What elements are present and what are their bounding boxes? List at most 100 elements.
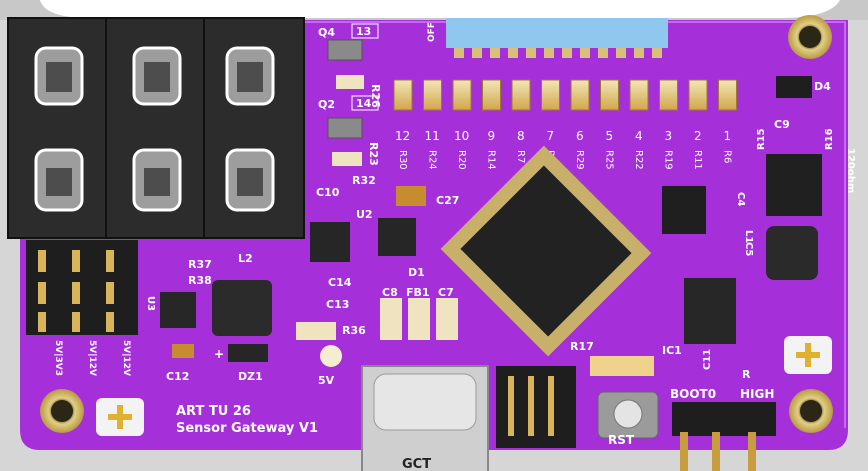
label-c27: C27 [436,194,459,207]
resistor-label-R20: R20 [456,150,467,170]
led-8 [511,79,531,111]
capacitor-c27 [396,186,426,206]
pin-headers-power [26,240,138,335]
mounting-hole-bottom-right [789,389,833,433]
resistor-label-R25: R25 [604,150,615,170]
led-5 [600,79,619,111]
label-r17: R17 [570,340,594,353]
label-q4-num: 13 [356,25,371,38]
board-title-line1: ART TU 26 [176,404,251,419]
led-number-6: 6 [576,129,584,143]
label-plus: + [214,347,224,361]
resistor-label-R30: R30 [397,150,408,170]
led-number-9: 9 [488,129,496,143]
label-c10: C10 [316,186,340,199]
dip-switch-pads [454,48,662,58]
fiducial-right [784,336,832,374]
inductor-l2 [212,280,272,336]
resistor-label-R24: R24 [427,150,438,170]
label-u3: U3 [145,296,156,311]
label-q2-num: 14 [356,97,372,110]
led-4 [629,79,649,111]
label-power-2: 5V|12V [87,340,97,376]
led-number-5: 5 [606,129,614,143]
reset-button[interactable] [597,391,659,439]
label-c14: C14 [328,276,352,289]
boot-jumper[interactable] [672,402,776,471]
label-power-1: 5V|3V3 [53,340,63,376]
label-dz1: DZ1 [238,370,263,383]
label-ic1: IC1 [662,344,682,357]
resistor-label-R14: R14 [486,150,497,170]
inductor-l1 [766,226,818,280]
led-10 [452,79,472,111]
led-number-12: 12 [395,129,410,143]
capacitor-c7 [436,298,458,340]
label-off: OFF [427,22,437,42]
capacitor-c8 [380,298,402,340]
case-window [40,0,840,18]
led-11 [423,79,442,111]
label-q4: Q4 [318,26,335,39]
label-c4: C4 [735,192,746,206]
ic-ic1 [684,278,736,344]
label-c11: C11 [702,349,713,370]
resistor-label-R7: R7 [515,150,526,163]
label-r32: R32 [352,174,376,187]
dip-switch-block [446,18,668,48]
resistor-r36 [296,322,336,340]
led-number-2: 2 [694,129,702,143]
led-2 [688,79,708,111]
resistor-label-R29: R29 [574,150,585,170]
label-high: HIGH [740,387,774,401]
label-120ohm: 120ohm [845,148,856,193]
label-5v: 5V [318,374,335,387]
led-5v [320,345,342,367]
led-number-4: 4 [635,129,643,143]
led-7 [541,79,560,111]
resistor-label-R6: R6 [722,150,733,163]
resistor-label-R11: R11 [692,150,703,170]
label-c13: C13 [326,298,349,311]
microcontroller [440,145,652,357]
label-rst: RST [608,433,635,447]
led-number-8: 8 [517,129,525,143]
label-boot0: BOOT0 [670,387,716,401]
mounting-hole-top-right [788,15,832,59]
label-r36: R36 [342,324,366,337]
crystal [662,186,706,234]
label-r26: R26 [369,84,382,108]
label-d4: D4 [814,80,831,93]
led-3 [659,79,678,111]
led-number-11: 11 [425,129,440,143]
label-d1: D1 [408,266,425,279]
label-q2: Q2 [318,98,335,111]
label-c12: C12 [166,370,189,383]
label-r37: R37 [188,258,212,271]
led-6 [570,79,590,111]
label-power-3: 5V|12V [121,340,131,376]
label-r23: R23 [367,142,380,166]
label-c5: C5 [743,242,754,256]
diode-d4 [776,76,812,98]
led-9 [482,79,501,111]
resistor-r23 [332,152,362,166]
board-title-line2: Sensor Gateway V1 [176,421,318,436]
resistor-label-R22: R22 [633,150,644,170]
led-number-10: 10 [454,129,469,143]
label-r15: R15 [756,128,767,150]
label-c7: C7 [438,286,454,299]
label-c9: C9 [774,118,790,131]
terminal-block-group [7,17,305,239]
diode-dz1 [228,344,268,362]
ic-u2 [310,222,350,262]
led-12 [393,79,413,111]
label-u2: U2 [356,208,373,221]
led-number-3: 3 [665,129,673,143]
header-can [766,154,822,216]
ic-u3 [160,292,196,328]
resistor-label-R19: R19 [663,150,674,170]
capacitor-c12 [172,344,194,358]
label-r: R [742,368,751,381]
